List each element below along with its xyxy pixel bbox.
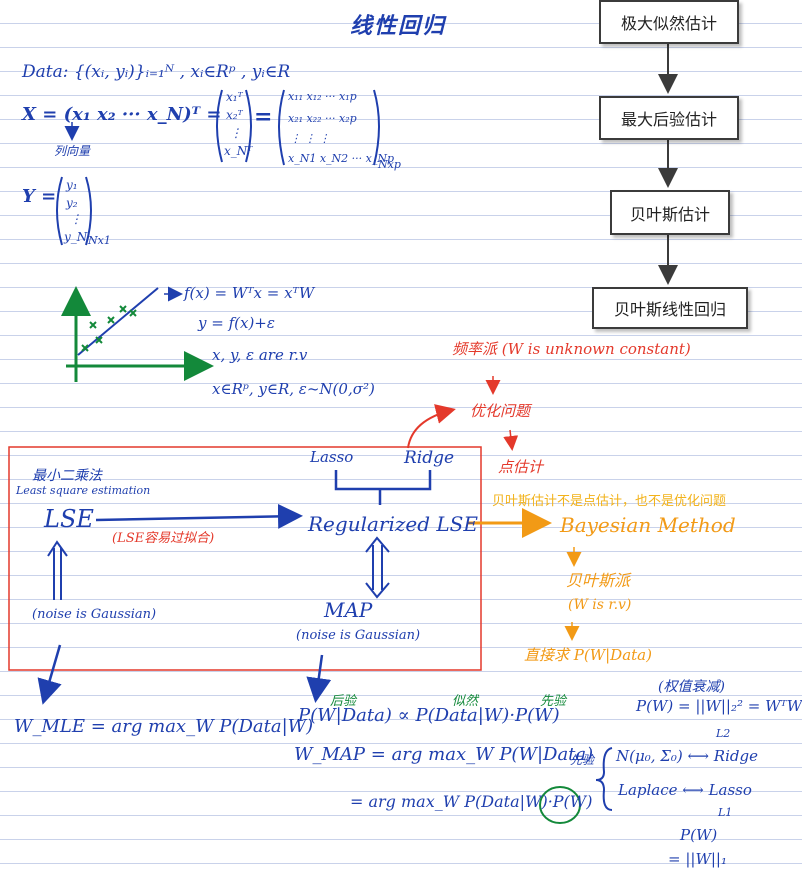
x-col-row: ⋮: [230, 126, 242, 140]
frequentist-header: 频率派 (W is unknown constant): [452, 340, 691, 358]
optimization-problem: 优化问题: [470, 402, 531, 420]
l1-prior-pw: P(W): [680, 826, 718, 844]
bracket: [85, 176, 92, 246]
wmap-expanded: = arg max_W P(Data|W)·P(W): [350, 792, 593, 811]
y-dim: Nx1: [88, 234, 111, 247]
data-points: [81, 305, 137, 352]
page-title: 线性回归: [350, 13, 447, 39]
x-col-row: x₁ᵀ: [226, 90, 243, 104]
lse-noise-note: (noise is Gaussian): [32, 607, 157, 622]
l2-tag: L2: [716, 727, 731, 740]
lse-chinese: 最小二乘法: [32, 468, 102, 484]
bayesian-school: 贝叶斯派: [566, 571, 631, 590]
bayes-rule: P(W|Data) ∝ P(Data|W)·P(W): [298, 705, 560, 726]
model-fx: f(x) = Wᵀx = xᵀW: [184, 284, 315, 302]
l1-prior-norm: = ||W||₁: [668, 850, 727, 868]
l2-prior: P(W) = ||W||₂² = WᵀW: [636, 697, 802, 715]
x-matrix-eq: X = (x₁ x₂ ··· x_N)ᵀ =: [22, 104, 222, 125]
map-noise-note: (noise is Gaussian): [296, 628, 421, 643]
wmap-formula: W_MAP = arg max_W P(W|Data): [294, 744, 594, 765]
data-definition: Data: {(xᵢ, yᵢ)}ᵢ₌₁ᴺ , xᵢ∈Rᵖ , yᵢ∈R: [22, 62, 291, 82]
map-label: MAP: [324, 598, 373, 622]
weight-decay-note: (权值衰减): [658, 679, 725, 695]
point-estimate: 点估计: [498, 458, 544, 476]
bracket: [245, 89, 252, 163]
bayesian-method: Bayesian Method: [560, 513, 736, 537]
x-full-row: x₂₁ x₂₂ ··· x₂p: [288, 112, 357, 125]
regularized-lse: Regularized LSE: [308, 512, 478, 536]
bracket: [56, 176, 63, 246]
flow-box-bayes-lr: 贝叶斯线性回归: [592, 287, 748, 329]
overfit-note: (LSE容易过拟合): [112, 531, 215, 546]
direct-posterior: 直接求 P(W|Data): [524, 646, 652, 664]
x-full-row: ⋮ ⋮ ⋮: [290, 132, 330, 145]
bracket: [373, 89, 380, 166]
laplace-lasso: Laplace ⟷ Lasso: [618, 781, 752, 799]
col-vec-note: 列向量: [54, 144, 91, 158]
x-full-row: x₁₁ x₁₂ ··· x₁p: [288, 90, 357, 103]
y-col-row: ⋮: [70, 212, 82, 226]
x-col-row: x₂ᵀ: [226, 108, 243, 122]
w-is-rv: (W is r.v): [568, 597, 632, 613]
prior-label: 先验: [540, 694, 567, 709]
y-vector-label: Y =: [22, 186, 57, 207]
flow-box-bayes: 贝叶斯估计: [610, 190, 730, 235]
lse-english: Least square estimation: [16, 484, 151, 497]
prior-tag: 先验: [570, 753, 595, 767]
lasso-label: Lasso: [310, 448, 354, 466]
l1-tag: L1: [718, 806, 733, 819]
model-y: y = f(x)+ε: [198, 314, 275, 332]
flow-box-mle: 极大似然估计: [599, 0, 739, 44]
y-col-row: y₂: [66, 196, 78, 210]
likelihood-label: 似然: [452, 694, 479, 709]
y-col-row: y₁: [66, 178, 78, 192]
equals-sign: =: [254, 104, 273, 130]
x-full-row: x_N1 x_N2 ··· x_Np: [288, 152, 395, 165]
model-dist: x∈Rᵖ, y∈R, ε~N(0,σ²): [212, 380, 375, 398]
flow-box-map: 最大后验估计: [599, 96, 739, 140]
model-rv: x, y, ε are r.v: [212, 346, 308, 364]
regularization-frame: [8, 446, 482, 671]
arrow-lse-reg: [95, 503, 303, 529]
bayes-note: 贝叶斯估计不是点估计，也不是优化问题: [492, 494, 727, 509]
gaussian-ridge: N(μ₀, Σ₀) ⟷ Ridge: [616, 747, 758, 765]
regression-line: [77, 287, 159, 356]
lse-label: LSE: [44, 505, 94, 533]
x-dim: Nxp: [378, 158, 401, 171]
bracket: [278, 89, 285, 166]
ridge-label: Ridge: [404, 448, 455, 468]
bracket: [216, 89, 223, 163]
x-col-row: x_Nᵀ: [224, 144, 253, 158]
posterior-label: 后验: [330, 694, 357, 709]
y-col-row: y_N: [64, 230, 88, 244]
wmle-formula: W_MLE = arg max_W P(Data|W): [14, 716, 314, 737]
